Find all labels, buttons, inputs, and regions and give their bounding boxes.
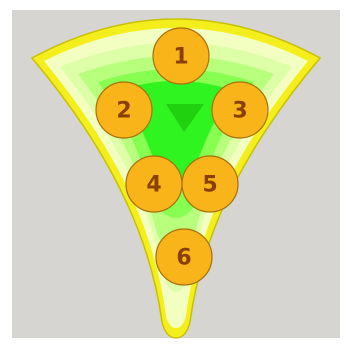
node-label: 5 [202, 173, 217, 198]
node-label: 3 [232, 99, 247, 124]
node-1[interactable]: 1 [153, 28, 209, 84]
node-4[interactable]: 4 [126, 156, 182, 212]
node-6[interactable]: 6 [156, 229, 212, 285]
node-5[interactable]: 5 [182, 156, 238, 212]
node-3[interactable]: 3 [212, 82, 268, 138]
node-label: 1 [173, 45, 188, 70]
node-2[interactable]: 2 [96, 82, 152, 138]
node-label: 2 [116, 99, 131, 124]
node-label: 4 [146, 173, 161, 198]
node-label: 6 [176, 246, 191, 271]
